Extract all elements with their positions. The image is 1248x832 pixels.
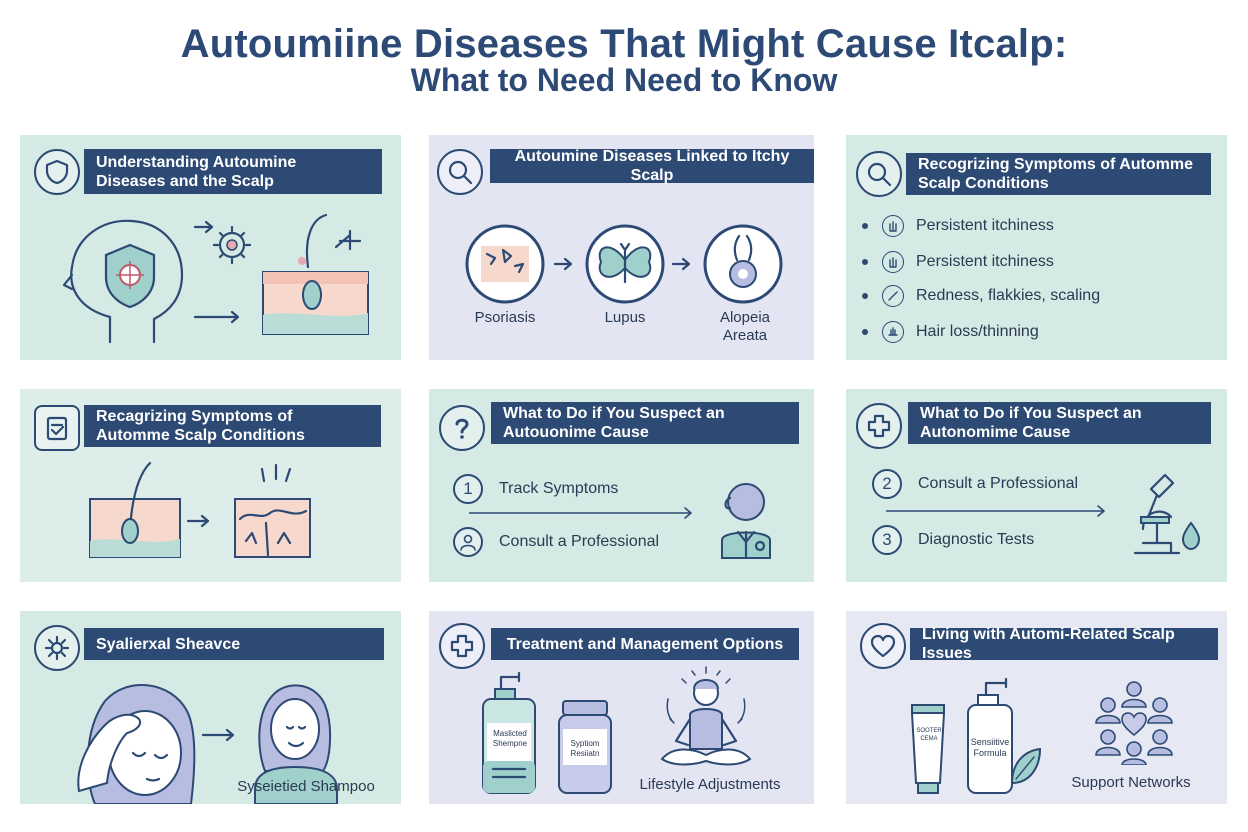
cream-tube-icon xyxy=(910,704,946,794)
panel-understanding: Understanding Autoumine Diseases and the… xyxy=(20,135,401,360)
panel-living-with: Living with Automi-Related Scalp Issues … xyxy=(846,611,1227,804)
medical-cross-icon xyxy=(439,623,485,669)
panel-banner: Autoumine Diseases Linked to Itchy Scalp xyxy=(490,148,814,184)
slash-icon xyxy=(882,285,904,307)
caption: Support Networks xyxy=(1071,774,1191,791)
symptom-bullet: Persistent itchiness xyxy=(862,215,1054,237)
panel-banner: Syalierxal Sheavce xyxy=(84,628,384,660)
step-number: 1 xyxy=(453,474,483,504)
doctor-icon xyxy=(721,483,771,559)
symptom-bullet: Redness, flakkies, scaling xyxy=(862,285,1100,307)
meditation-figure-icon xyxy=(660,666,752,766)
panel-symptoms-illustration: Recagrizing Symptoms of Automme Scalp Co… xyxy=(20,389,401,582)
magnifier-icon xyxy=(437,149,483,195)
step-consult-professional: Consult a Professional xyxy=(453,527,659,557)
question-icon xyxy=(439,405,485,451)
panel-banner: What to Do if You Suspect an Autouonime … xyxy=(491,402,799,444)
step-consult-professional: 2 Consult a Professional xyxy=(872,469,1078,499)
shield-icon xyxy=(34,149,80,195)
step-track-symptoms: 1 Track Symptoms xyxy=(453,474,618,504)
hair-loss-icon xyxy=(882,321,904,343)
support-network-icon xyxy=(1095,681,1173,765)
step-diagnostic-tests: 3 Diagnostic Tests xyxy=(872,525,1034,555)
hand-icon xyxy=(882,251,904,273)
panel-banner: Recagrizing Symptoms of Automme Scalp Co… xyxy=(84,405,381,447)
pump-bottle-icon xyxy=(967,677,1042,794)
person-icon xyxy=(453,527,483,557)
panel-banner: Treatment and Management Options xyxy=(491,628,799,660)
disease-label: Psoriasis xyxy=(474,309,536,326)
panel-banner: Recogrizing Symptoms of Automme Scalp Co… xyxy=(906,153,1211,195)
bottle-label: Syptiom Resiiatn xyxy=(570,739,600,758)
gear-head-icon xyxy=(34,625,80,671)
medical-cross-icon xyxy=(856,403,902,449)
arrow-line xyxy=(886,505,1105,517)
panel-recognizing-symptoms: Recogrizing Symptoms of Automme Scalp Co… xyxy=(846,135,1227,360)
panel-diseases-linked: Autoumine Diseases Linked to Itchy Scalp… xyxy=(429,135,814,360)
symptom-bullet: Hair loss/thinning xyxy=(862,321,1039,343)
panel-banner: What to Do if You Suspect an Autonomime … xyxy=(908,402,1211,444)
clipboard-icon xyxy=(34,405,80,451)
bottle-label: Maslicted Shempne xyxy=(492,729,528,748)
panel-banner: Living with Automi-Related Scalp Issues xyxy=(910,626,1218,662)
microscope-icon xyxy=(1133,473,1201,555)
arrow-line xyxy=(469,507,692,519)
panel-banner: Understanding Autoumine Diseases and the… xyxy=(84,149,382,194)
woman-scratching-illustration xyxy=(77,684,338,804)
heart-icon xyxy=(860,623,906,669)
page-subtitle: What to Need Need to Know xyxy=(410,62,838,98)
scalp-skin-illustration xyxy=(89,461,311,558)
magnifier-icon xyxy=(856,151,902,197)
head-immune-illustration xyxy=(62,213,369,344)
caption: Lifestyle Adjustments xyxy=(639,776,781,793)
shampoo-bottle-icon xyxy=(482,671,536,794)
medicine-bottle-icon xyxy=(558,700,612,794)
disease-label: Alopeia Areata xyxy=(719,309,771,344)
step-number: 2 xyxy=(872,469,902,499)
step-number: 3 xyxy=(872,525,902,555)
panel-treatment-options: Treatment and Management Options Maslict… xyxy=(429,611,814,804)
hand-icon xyxy=(882,215,904,237)
panel-special-shampoo: Syalierxal Sheavce Syseietied Shampoo xyxy=(20,611,401,804)
bottle-label: Sensiitive Formula xyxy=(970,737,1010,758)
caption: Syseietied Shampoo xyxy=(237,778,375,795)
page-title: Autoumiine Diseases That Might Cause Itc… xyxy=(180,22,1068,66)
disease-label: Lupus xyxy=(604,309,646,326)
disease-icons-row xyxy=(465,224,783,304)
tube-label: SOOTER CEMA xyxy=(916,728,942,742)
panel-what-to-do-2: What to Do if You Suspect an Autonomime … xyxy=(846,389,1227,582)
panel-what-to-do-1: What to Do if You Suspect an Autouonime … xyxy=(429,389,814,582)
symptom-bullet: Persistent itchiness xyxy=(862,251,1054,273)
